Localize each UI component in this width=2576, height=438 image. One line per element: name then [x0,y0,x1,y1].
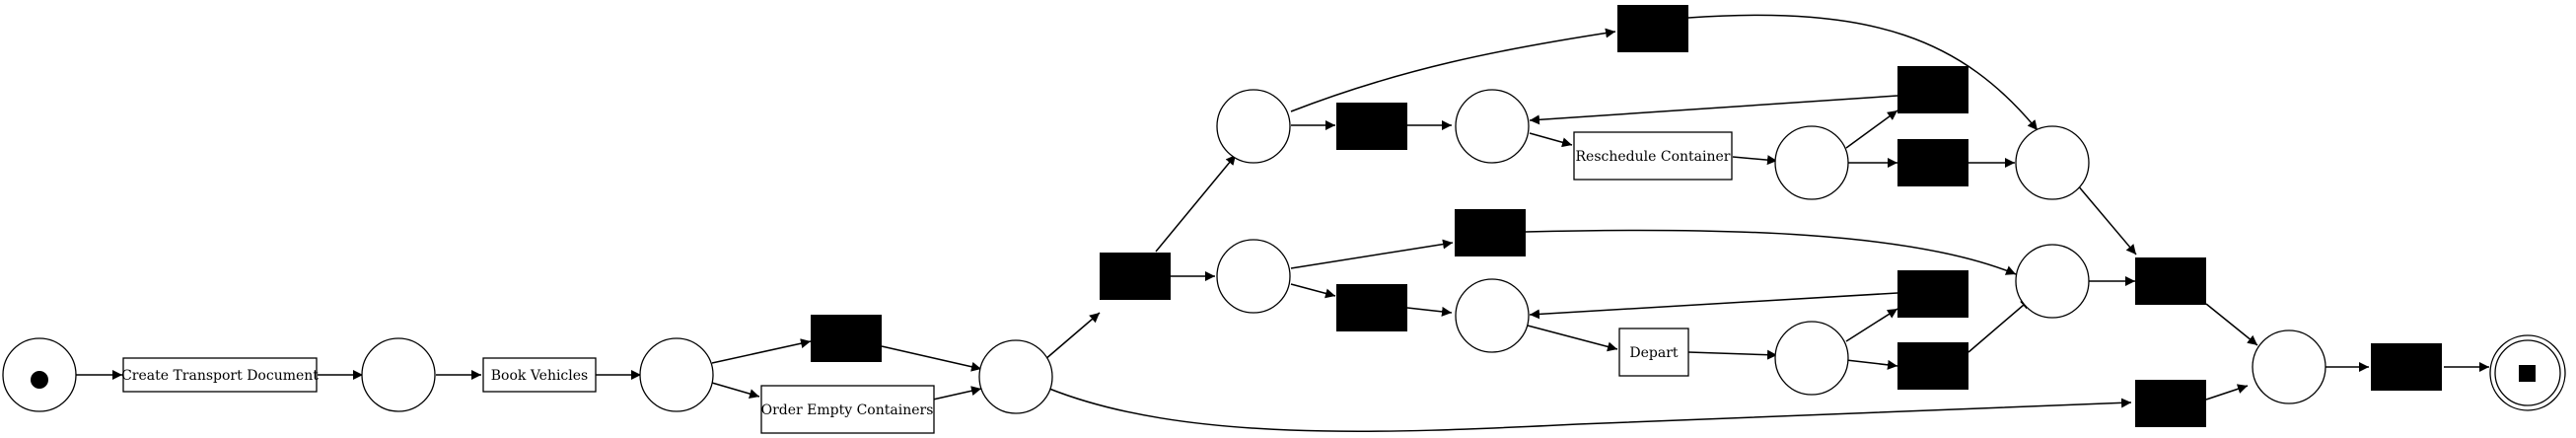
place [1455,89,1530,164]
place [1216,89,1291,164]
transition-label: Order Empty Containers [761,402,934,418]
arc [932,386,982,401]
transition-label: Depart [1629,345,1679,361]
arc [1687,349,1778,360]
arc [1290,239,1454,269]
silent-transitions [811,5,2442,427]
transition-reschedule-container: Reschedule Container [1573,131,1733,181]
source-place [2,337,77,412]
place [2252,329,2326,404]
arc [711,338,812,364]
arc [1968,298,2032,353]
silent-transition [2135,257,2206,305]
arc [1527,325,1618,352]
silent-transition [2135,380,2206,427]
transition-depart: Depart [1618,328,1689,377]
place [978,339,1053,414]
place [639,337,714,412]
arcs [76,14,2489,432]
place [1455,278,1530,353]
place [1774,125,1849,200]
silent-transition [1336,284,1407,331]
sink-place [2489,334,2566,411]
silent-transition [2371,343,2442,391]
arc [1048,388,2132,432]
arc [1290,283,1336,299]
arc [1845,110,1898,149]
arc [1525,229,2017,275]
arc [1529,292,1898,320]
transition-label: Book Vehicles [491,368,588,384]
transition-label: Create Transport Document [121,368,319,384]
arc [711,382,760,399]
place [2015,125,2090,200]
arc [1529,132,1573,148]
arc [2076,183,2137,256]
transition-book-vehicles: Book Vehicles [482,357,597,393]
arc [881,345,982,372]
place [2015,244,2090,319]
silent-transition [1897,270,1968,318]
arc [1155,154,1237,253]
places [2,89,2566,414]
arc [1406,306,1453,317]
silent-transition [1100,253,1171,300]
place [1774,321,1849,396]
silent-transition [1617,5,1688,52]
stop-icon [2519,365,2536,382]
silent-transition [1455,209,1526,256]
arc [1290,28,1616,112]
silent-transition [1897,66,1968,113]
silent-transition [1897,342,1968,390]
silent-transition [1897,139,1968,186]
arc [1043,312,1101,361]
transition-create-transport-document: Create Transport Document [121,357,319,393]
arc [1845,308,1898,342]
arc [1529,95,1898,125]
arc [1687,14,2039,131]
place [1216,239,1291,314]
arc [2205,384,2249,401]
silent-transition [811,315,882,362]
arc [1845,359,1898,370]
silent-transition [1336,103,1407,150]
transition-label: Reschedule Container [1576,149,1731,165]
token-icon [31,371,48,389]
arc [1732,155,1778,166]
place [361,337,436,412]
transition-order-empty-containers: Order Empty Containers [760,385,935,434]
arc [2205,303,2258,346]
